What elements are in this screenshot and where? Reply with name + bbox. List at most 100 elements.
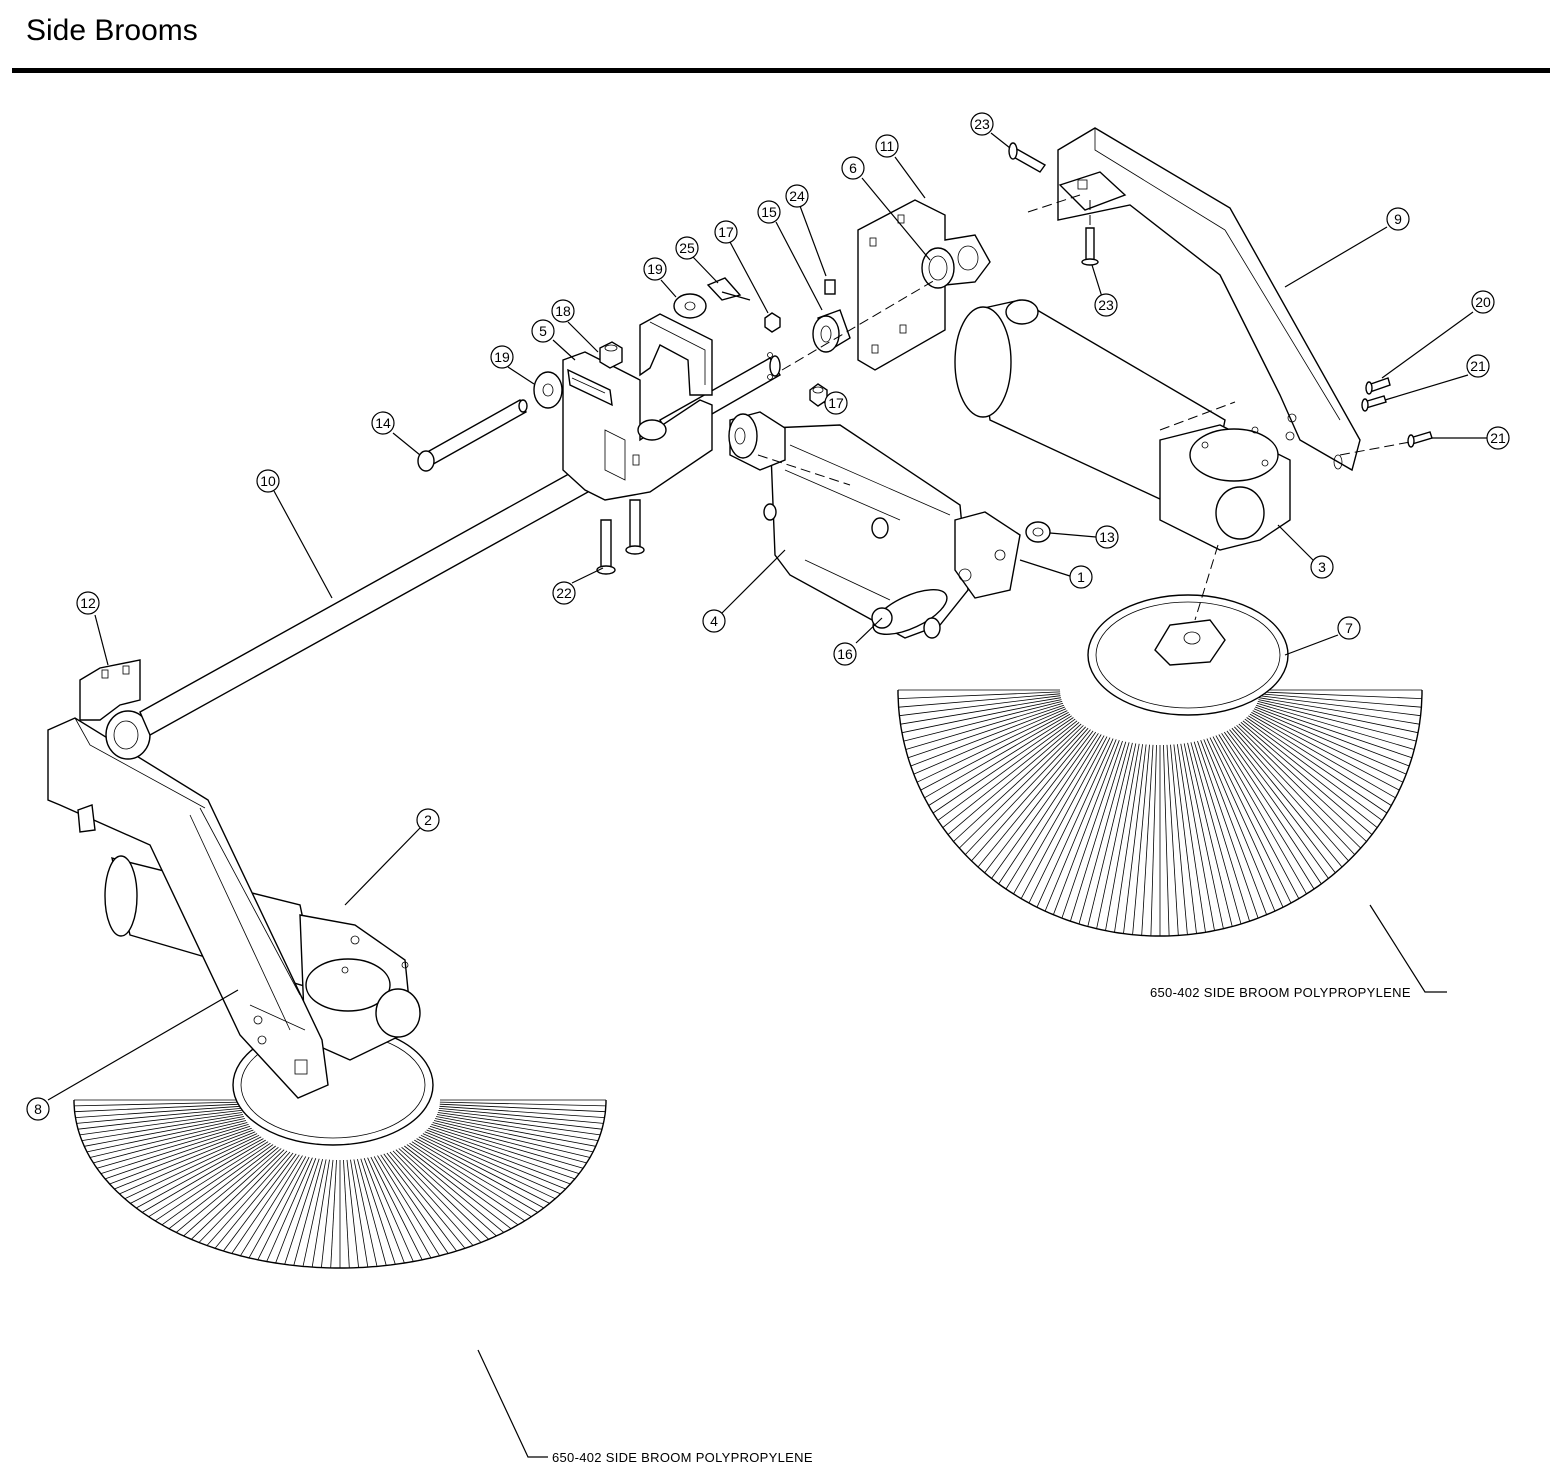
callout-9: 9 <box>1386 207 1410 231</box>
broom-bristle <box>1078 742 1130 925</box>
broom-bristle <box>1218 734 1315 890</box>
broom-bristle <box>409 1142 526 1222</box>
callout-23-upper: 23 <box>970 112 994 136</box>
broom-bristle <box>114 1131 256 1190</box>
broom-bristle <box>404 1145 512 1230</box>
broom-bristle <box>284 1158 320 1265</box>
svg-text:8: 8 <box>34 1101 42 1117</box>
broom-bristle <box>1061 740 1123 919</box>
broom-bristle <box>438 1108 604 1124</box>
broom-bristle <box>424 1131 566 1190</box>
fitting-13 <box>1025 521 1051 543</box>
broom-bristle <box>380 1154 449 1254</box>
broom-bristle <box>998 733 1099 885</box>
broom-bristle <box>302 1159 327 1267</box>
broom-bristle <box>1251 712 1400 791</box>
broom-bristle <box>89 1120 247 1158</box>
callout-23-lower: 23 <box>1094 293 1118 317</box>
broom-bristle <box>1036 738 1114 908</box>
broom-bristle <box>1254 706 1410 767</box>
callout-11: 11 <box>875 134 899 158</box>
broom-bristle <box>353 1159 378 1267</box>
broom-bristle <box>401 1146 505 1233</box>
left-mount-bracket <box>77 659 151 833</box>
broom-bristle <box>136 1138 264 1209</box>
broom-bristle <box>161 1144 274 1226</box>
broom-bristle <box>74 1101 241 1107</box>
broom-bristle <box>1013 735 1105 895</box>
broom-bristle <box>321 1159 334 1268</box>
callout-4: 4 <box>702 609 726 633</box>
right-broom-motor <box>954 299 1291 551</box>
broom-bristle <box>130 1136 262 1204</box>
broom-bristle <box>437 1112 601 1136</box>
svg-text:4: 4 <box>710 613 718 629</box>
broom-bristle <box>124 1134 260 1200</box>
broom-bristle <box>367 1157 414 1262</box>
broom-bristle <box>420 1134 556 1200</box>
broom-bristle <box>913 708 1067 775</box>
svg-text:5: 5 <box>539 323 547 339</box>
broom-bristle <box>75 1105 241 1118</box>
right-broom-hub <box>1154 619 1226 666</box>
set-screw-24 <box>824 279 836 295</box>
broom-bristle <box>311 1159 330 1268</box>
callout-21-upper: 21 <box>1466 354 1490 378</box>
broom-bristle <box>431 1124 584 1169</box>
broom-bristle <box>406 1144 519 1226</box>
broom-bristle <box>1190 742 1242 925</box>
svg-text:17: 17 <box>718 224 734 240</box>
assembly-centerlines <box>757 194 1411 621</box>
title-rule <box>12 68 1550 73</box>
left-broom-arm <box>47 717 329 1099</box>
callout-6: 6 <box>841 156 865 180</box>
broom-bristle <box>257 1156 310 1260</box>
broom-bristle <box>84 1116 244 1147</box>
svg-text:9: 9 <box>1394 211 1402 227</box>
broom-bristle <box>1258 697 1420 725</box>
broom-bristle <box>370 1156 423 1260</box>
broom-bristle <box>223 1153 297 1252</box>
broom-bristle <box>81 1114 244 1141</box>
leader-lines <box>47 132 1487 1458</box>
broom-bristle <box>377 1155 440 1257</box>
broom-bristle <box>266 1157 313 1262</box>
callout-8: 8 <box>26 1097 50 1121</box>
svg-text:21: 21 <box>1490 430 1506 446</box>
broom-bristle <box>346 1159 359 1268</box>
broom-bristle <box>898 691 1061 699</box>
bolts-23 <box>1008 142 1099 266</box>
broom-bristle <box>86 1118 245 1153</box>
broom-bristle <box>433 1120 591 1158</box>
broom-bristle <box>1114 744 1143 933</box>
broom-bristle <box>168 1145 276 1230</box>
broom-bristle <box>1180 743 1215 931</box>
svg-text:17: 17 <box>828 395 844 411</box>
callout-19-left: 19 <box>490 345 514 369</box>
broom-bristle <box>901 699 1062 734</box>
broom-bristle <box>1223 731 1329 879</box>
bolts-20-21 <box>1361 377 1433 448</box>
broom-bristle <box>1173 744 1197 934</box>
broom-bristle <box>198 1150 288 1243</box>
broom-bristle <box>275 1158 317 1264</box>
callout-19-upper: 19 <box>643 257 667 281</box>
svg-text:16: 16 <box>837 646 853 662</box>
broom-bristle <box>1150 744 1157 936</box>
broom-bristle <box>77 1110 242 1130</box>
broom-bristle <box>1246 717 1388 814</box>
callout-25: 25 <box>675 236 699 260</box>
broom-bristle <box>439 1103 606 1113</box>
broom-bristle <box>183 1148 282 1237</box>
svg-text:19: 19 <box>494 349 510 365</box>
broom-bristle <box>899 695 1061 717</box>
broom-bristle <box>386 1152 466 1249</box>
broom-bristle <box>1236 725 1361 849</box>
note-broom-right: 650-402 SIDE BROOM POLYPROPYLENE <box>1150 985 1411 1000</box>
nut-18 <box>599 341 623 369</box>
callout-5: 5 <box>531 319 555 343</box>
broom-bristle <box>1203 739 1276 912</box>
broom-bristle <box>438 1110 603 1130</box>
broom-bristle <box>436 1116 596 1147</box>
note-broom-left: 650-402 SIDE BROOM POLYPROPYLENE <box>552 1450 813 1465</box>
